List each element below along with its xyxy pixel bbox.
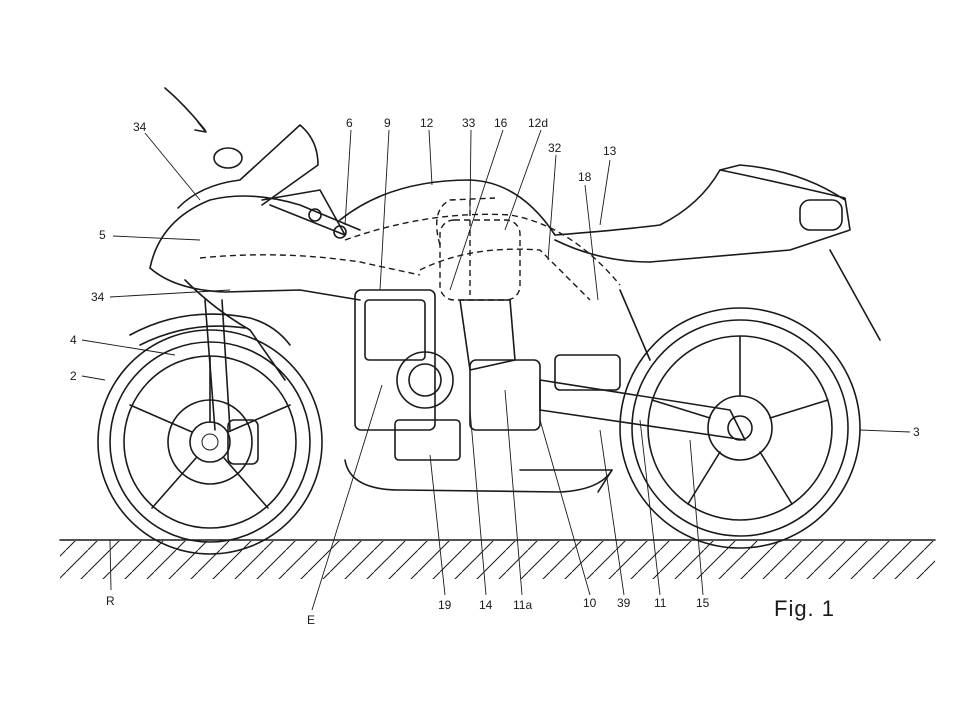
leader-lines (81, 129, 911, 611)
ref-39: 39 (617, 596, 631, 610)
ref-12: 12 (420, 116, 434, 130)
ref-5: 5 (99, 228, 106, 242)
ref-16: 16 (494, 116, 508, 130)
engine (354, 289, 541, 461)
ref-33: 33 (462, 116, 476, 130)
ref-15: 15 (696, 596, 710, 610)
ref-12d: 12d (528, 116, 548, 130)
ref-E: E (307, 613, 315, 627)
ref-9: 9 (384, 116, 391, 130)
ref-34-top: 34 (133, 120, 147, 134)
main-frame (199, 197, 621, 301)
ref-6: 6 (346, 116, 353, 130)
reference-numerals: 34 5 34 4 2 6 9 12 33 16 12d 32 13 18 3 … (70, 116, 920, 627)
ref-3: 3 (913, 425, 920, 439)
ref-4: 4 (70, 333, 77, 347)
ref-14: 14 (479, 598, 493, 612)
ref-2: 2 (70, 369, 77, 383)
body-panels (339, 164, 881, 341)
exhaust (344, 459, 613, 493)
ground (59, 539, 936, 579)
ref-10: 10 (583, 596, 597, 610)
ref-32: 32 (548, 141, 562, 155)
swingarm (539, 289, 746, 441)
handlebar (269, 204, 347, 239)
ref-13: 13 (603, 144, 617, 158)
rear-wheel (619, 307, 861, 549)
front-fork (129, 299, 291, 431)
ref-19: 19 (438, 598, 452, 612)
fairing (149, 124, 361, 381)
figure-caption: Fig. 1 (774, 596, 835, 621)
view-arrow (164, 87, 207, 133)
ref-18: 18 (578, 170, 592, 184)
ref-34-mid: 34 (91, 290, 105, 304)
ref-11: 11 (654, 596, 667, 610)
ref-R: R (106, 594, 115, 608)
ref-11a: 11a (513, 598, 532, 612)
